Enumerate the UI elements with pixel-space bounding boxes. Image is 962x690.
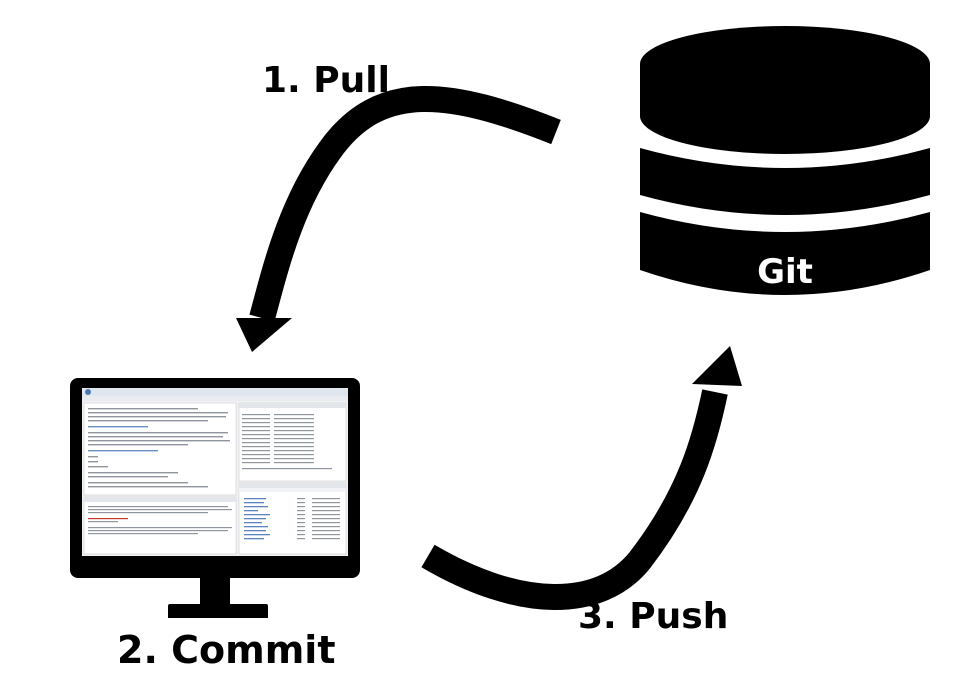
push-step-label: 3. Push bbox=[578, 596, 729, 637]
ide-screen-graphic bbox=[82, 388, 348, 555]
database-icon bbox=[639, 26, 931, 295]
pull-arrow bbox=[236, 85, 561, 352]
monitor-stand-neck bbox=[200, 578, 230, 608]
monitor-stand-base bbox=[168, 604, 268, 618]
ide-screenshot bbox=[82, 388, 348, 556]
push-arrow bbox=[421, 346, 742, 610]
monitor-icon bbox=[70, 378, 360, 578]
commit-step-label: 2. Commit bbox=[117, 628, 336, 672]
git-label: Git bbox=[757, 252, 813, 292]
pull-step-label: 1. Pull bbox=[262, 60, 390, 101]
